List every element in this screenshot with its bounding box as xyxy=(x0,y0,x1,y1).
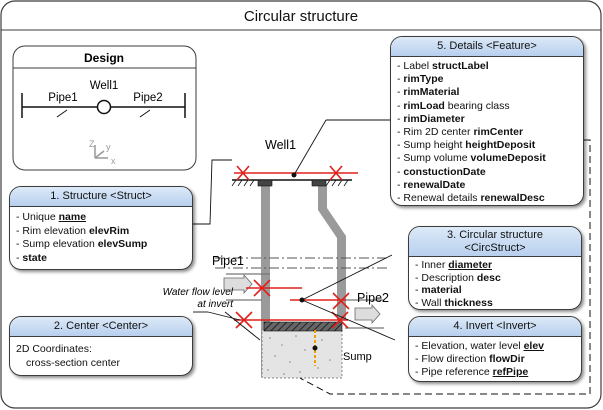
invert-box-body: - Elevation, water level elev - Flow dir… xyxy=(409,337,581,381)
design-panel: Design Well1 Pipe1 Pipe2 Z y x xyxy=(12,45,197,171)
structure-box-header: 1. Structure <Struct> xyxy=(10,187,192,207)
water-flow-label-1: Water flow level xyxy=(163,287,234,298)
invert-floor xyxy=(263,321,343,332)
struct-row-elevsump: - Sump elevation elevSump xyxy=(16,238,148,250)
details-row-constructiondate: - constuctionDate xyxy=(397,165,486,178)
details-row-rimtype: - rimType xyxy=(397,73,444,86)
well-label: Well1 xyxy=(265,138,296,152)
diagram-title: Circular structure xyxy=(244,8,358,25)
well-structure xyxy=(215,179,390,379)
details-row-heightdeposit: - Sump height heightDeposit xyxy=(397,139,536,152)
sump-texture xyxy=(267,335,331,375)
details-row-structlabel: - Label structLabel xyxy=(397,60,489,72)
water-flow-label-2: at invert xyxy=(197,299,234,310)
ground-surface xyxy=(231,179,352,187)
axis-z-label: Z xyxy=(89,139,95,149)
design-pipe2-label: Pipe2 xyxy=(133,92,162,104)
invert-box-header: 4. Invert <Invert> xyxy=(409,317,581,337)
design-title: Design xyxy=(84,51,124,65)
design-well-label: Well1 xyxy=(90,80,119,92)
circstruct-box: 3. Circular structure <CircStruct> - Inn… xyxy=(408,226,582,310)
center-box-header: 2. Center <Center> xyxy=(10,317,192,337)
well-wall-right xyxy=(318,186,346,320)
well-wall-left xyxy=(261,186,270,377)
axis-x-label: x xyxy=(111,156,116,166)
structure-box: 1. Structure <Struct> - Unique name - Ri… xyxy=(9,186,193,270)
circstruct-header-line2: <CircStruct> xyxy=(464,242,526,254)
struct-row-name: - Unique name xyxy=(16,211,87,223)
pipe1-label: Pipe1 xyxy=(212,254,244,268)
circstruct-box-header: 3. Circular structure <CircStruct> xyxy=(409,227,581,257)
center-box-body: 2D Coordinates: cross-section center xyxy=(10,337,192,374)
circstruct-box-body: - Inner diameter - Description desc - ma… xyxy=(409,257,581,309)
details-row-rimdiameter: - rimDiameter xyxy=(397,112,465,125)
red-markers xyxy=(234,165,358,329)
invert-row-refpipe: - Pipe reference refPipe xyxy=(415,366,529,378)
details-row-rimmaterial: - rimMaterial xyxy=(397,86,460,99)
invert-row-flowdir: - Flow direction flowDir xyxy=(415,353,525,365)
details-link-line xyxy=(299,139,591,395)
design-well-symbol xyxy=(96,99,112,115)
details-box-body: - Label structLabel - rimType - rimMater… xyxy=(391,57,583,205)
struct-row-state: - state xyxy=(16,251,47,264)
pipe2 xyxy=(345,299,384,329)
pipe2-label: Pipe2 xyxy=(357,291,389,305)
details-box-header: 5. Details <Feature> xyxy=(391,37,583,57)
circ-row-desc: - Description desc xyxy=(415,271,501,284)
invert-row-elev: - Elevation, water level elev xyxy=(415,340,544,352)
circ-row-thickness: - Wall thickness xyxy=(415,296,493,309)
circstruct-header-line1: 3. Circular structure xyxy=(447,229,543,241)
structure-box-body: - Unique name - Rim elevation elevRim - … xyxy=(10,207,192,269)
circ-row-material: - material xyxy=(415,284,462,296)
sump-label: Sump xyxy=(343,351,372,363)
circ-row-diameter: - Inner diameter xyxy=(415,259,493,271)
axis-y-label: y xyxy=(106,142,111,152)
details-row-renewaldesc: - Renewal details renewalDesc xyxy=(397,192,545,205)
struct-row-elevrim: - Rim elevation elevRim xyxy=(16,224,130,237)
sump-area xyxy=(261,329,343,379)
center-line-1: 2D Coordinates: xyxy=(16,343,92,355)
center-box: 2. Center <Center> 2D Coordinates: cross… xyxy=(9,316,193,376)
details-row-rimcenter: - Rim 2D center rimCenter xyxy=(397,126,524,139)
pipe2-flow-arrow xyxy=(354,303,381,325)
design-pipe1-label: Pipe1 xyxy=(48,92,77,104)
leader-lines xyxy=(193,119,396,341)
invert-box: 4. Invert <Invert> - Elevation, water le… xyxy=(408,316,582,382)
details-row-renewaldate: - renewalDate xyxy=(397,178,466,191)
center-line-2: cross-section center xyxy=(26,356,120,369)
details-row-volumedeposit: - Sump volume volumeDeposit xyxy=(397,152,546,165)
details-row-rimload: - rimLoad bearing class xyxy=(397,99,510,112)
pipe1 xyxy=(223,273,270,301)
axis-icon xyxy=(94,145,108,159)
details-box: 5. Details <Feature> - Label structLabel… xyxy=(390,36,584,206)
